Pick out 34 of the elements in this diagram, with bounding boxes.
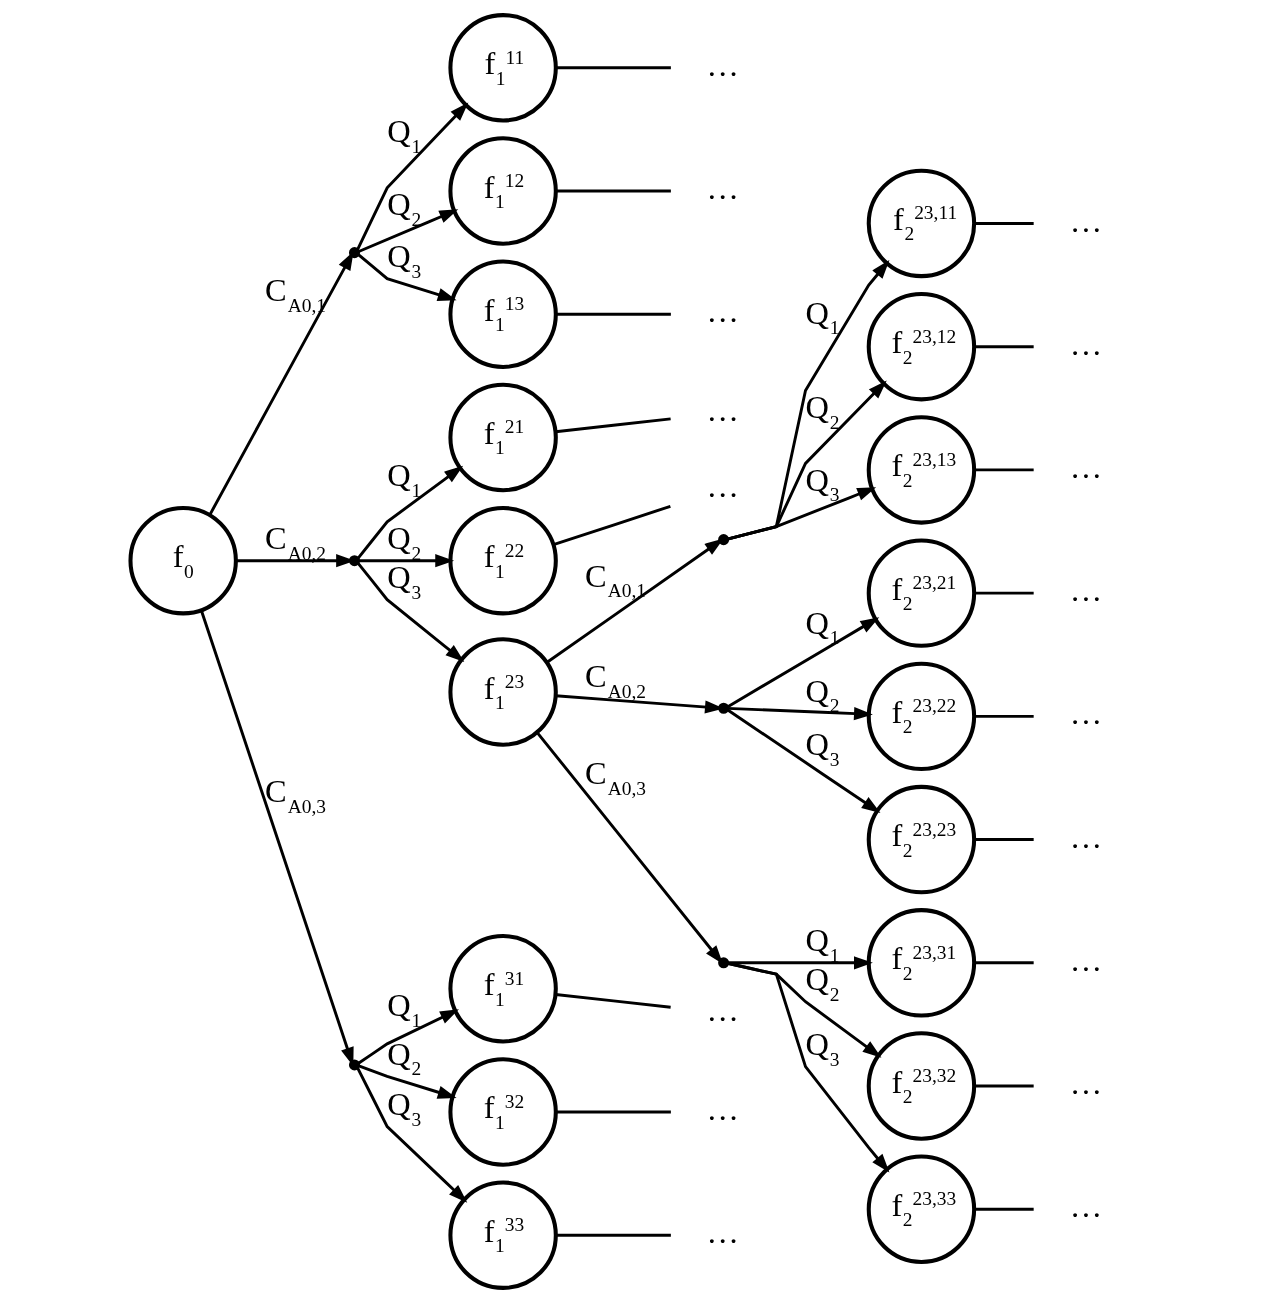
edge-label: Q$_{2}$ xyxy=(386,1035,421,1080)
edge-label: Q$_{1}$ xyxy=(805,294,840,339)
edge-label: Q$_{1}$ xyxy=(386,457,421,501)
edge-label: C$_{A0,1}$ xyxy=(584,557,646,602)
node-text: … xyxy=(1069,941,1102,978)
edge-label: Q$_{2}$ xyxy=(805,389,840,433)
edge-label: C$_{A0,2}$ xyxy=(584,658,646,702)
edge-label: Q$_{3}$ xyxy=(805,461,840,506)
node-text: … xyxy=(706,170,739,207)
node-text: … xyxy=(1069,1188,1102,1225)
node-text: … xyxy=(706,992,739,1029)
edge-label: Q$_{3}$ xyxy=(805,1026,840,1070)
edge-label: C$_{A0,3}$ xyxy=(264,773,326,817)
node-text: … xyxy=(1069,695,1102,732)
node-text: … xyxy=(1069,572,1102,609)
edge-label: Q$_{2}$ xyxy=(805,672,840,717)
node-text: … xyxy=(1069,449,1102,486)
node-text: … xyxy=(1069,325,1102,362)
node-text: … xyxy=(1069,202,1102,239)
node-text: … xyxy=(706,392,739,429)
edge-label: Q$_{1}$ xyxy=(386,987,421,1031)
edge-label: C$_{A0,3}$ xyxy=(584,755,646,799)
node-text: … xyxy=(1069,1065,1102,1102)
edge-label: Q$_{3}$ xyxy=(805,726,840,770)
node-text: … xyxy=(706,468,739,505)
node-text: … xyxy=(706,1214,739,1251)
node-text: … xyxy=(706,293,739,330)
node-text: … xyxy=(706,1091,739,1128)
node-text: … xyxy=(1069,818,1102,855)
edge-label: C$_{A0,2}$ xyxy=(264,520,326,564)
edge-label: Q$_{3}$ xyxy=(386,238,421,282)
node-text: … xyxy=(706,46,739,83)
edge-label: Q$_{3}$ xyxy=(386,1086,421,1130)
edge-label: Q$_{1}$ xyxy=(386,113,421,157)
